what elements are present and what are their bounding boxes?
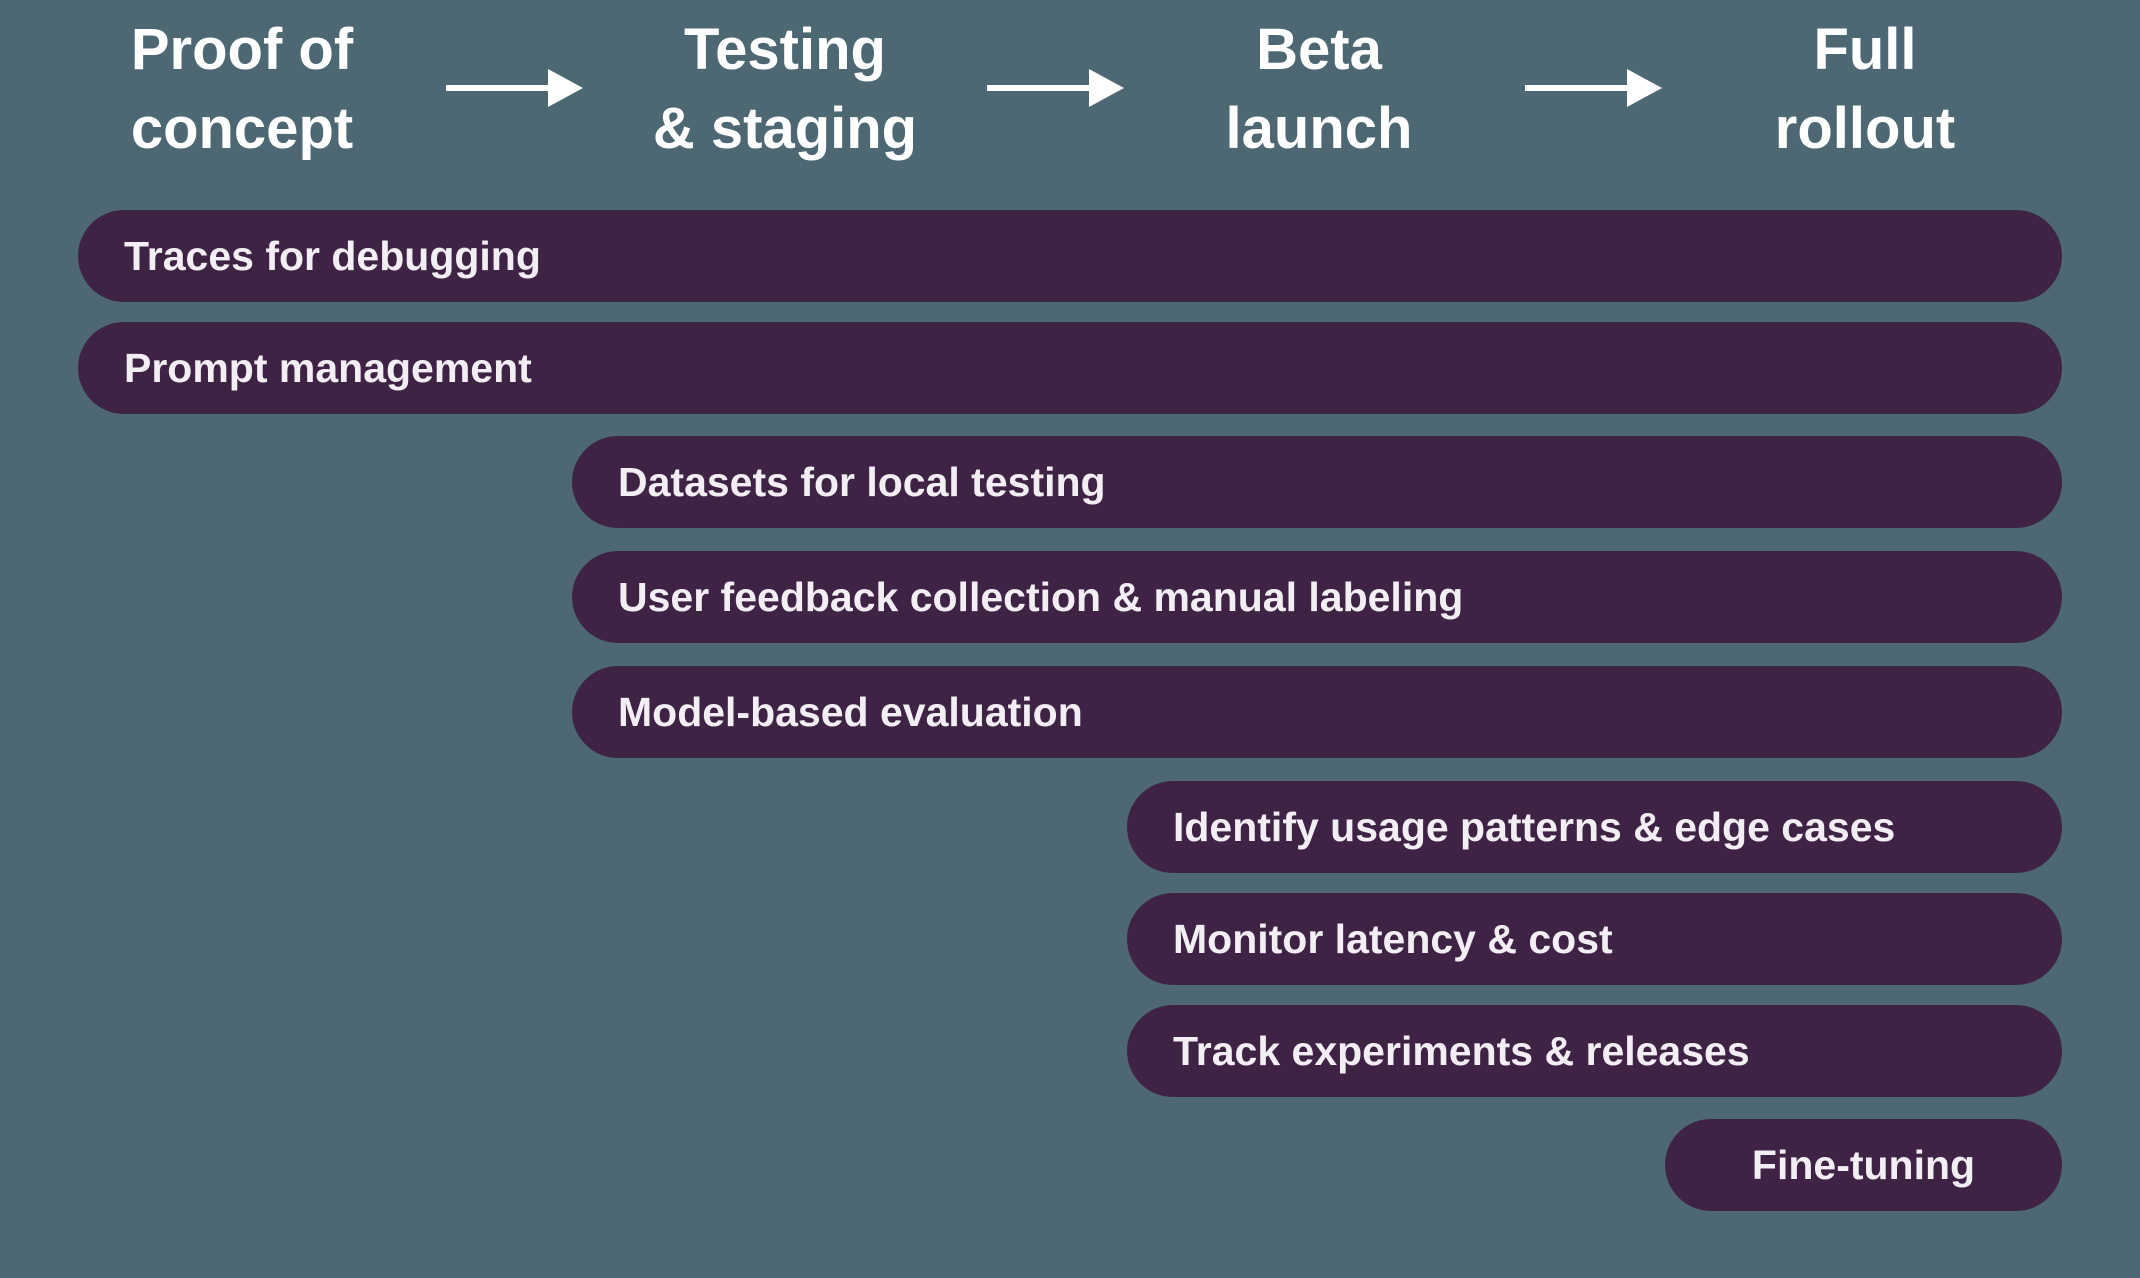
bar-track-experiments-releases: Track experiments & releases <box>1127 1005 2062 1097</box>
phase-header-beta-launch: Beta launch <box>1109 10 1529 168</box>
bar-label: Prompt management <box>124 344 532 391</box>
bar-model-based-evaluation: Model-based evaluation <box>572 666 2062 758</box>
phase-label-line: rollout <box>1774 96 1956 161</box>
bar-label: Monitor latency & cost <box>1173 915 1613 962</box>
bar-identify-usage-patterns: Identify usage patterns & edge cases <box>1127 781 2062 873</box>
phase-header-proof-of-concept: Proof of concept <box>32 10 452 168</box>
phase-header-testing-staging: Testing & staging <box>575 10 995 168</box>
phase-label-line: Proof of <box>130 17 354 82</box>
bar-traces-for-debugging: Traces for debugging <box>78 210 2062 302</box>
bar-label: User feedback collection & manual labeli… <box>618 573 1464 620</box>
phase-label-line: launch <box>1225 96 1413 161</box>
phase-label-line: Beta <box>1256 17 1382 82</box>
bar-label: Identify usage patterns & edge cases <box>1173 803 1896 850</box>
bar-label: Fine-tuning <box>1751 1141 1976 1188</box>
bar-user-feedback-collection: User feedback collection & manual labeli… <box>572 551 2062 643</box>
arrow-right-icon <box>1525 69 1662 107</box>
phase-header-full-rollout: Full rollout <box>1655 10 2075 168</box>
bar-label: Traces for debugging <box>124 232 541 279</box>
bar-label: Datasets for local testing <box>618 458 1106 505</box>
bar-monitor-latency-cost: Monitor latency & cost <box>1127 893 2062 985</box>
phase-label-line: Full <box>1813 17 1917 82</box>
bar-label: Track experiments & releases <box>1173 1027 1750 1074</box>
phase-label-line: Testing <box>684 17 886 82</box>
arrow-right-icon <box>987 69 1124 107</box>
bar-label: Model-based evaluation <box>618 688 1083 735</box>
arrow-right-icon <box>446 69 583 107</box>
bar-fine-tuning: Fine-tuning <box>1665 1119 2062 1211</box>
phase-label-line: concept <box>130 96 354 161</box>
phase-label-line: & staging <box>652 96 918 161</box>
bar-prompt-management: Prompt management <box>78 322 2062 414</box>
bar-datasets-for-local-testing: Datasets for local testing <box>572 436 2062 528</box>
